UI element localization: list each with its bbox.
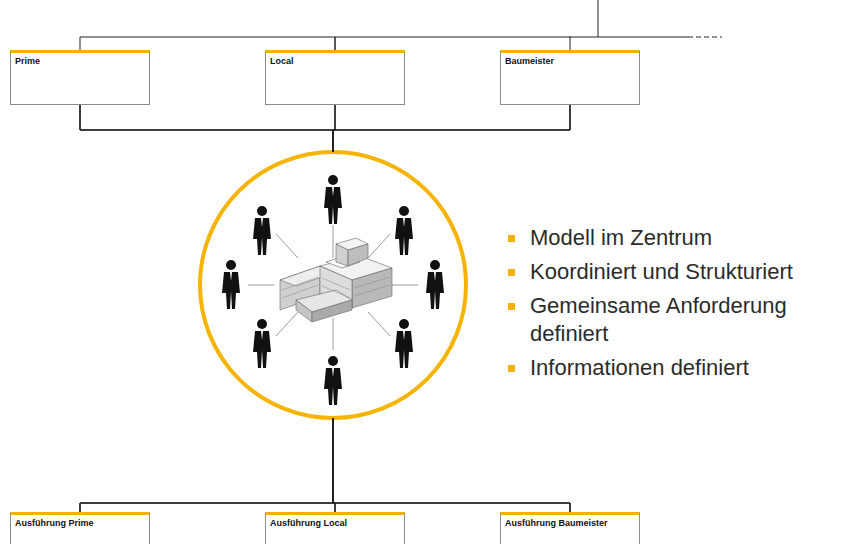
org-connector (80, 105, 333, 512)
building-windows (282, 277, 390, 298)
org-connector (80, 105, 335, 512)
org-box: Local (265, 50, 405, 105)
bullet-item: Gemeinsame Anforderung definiert (504, 292, 824, 348)
bullet-item: Koordiniert und Strukturiert (504, 258, 824, 286)
execution-box: Ausführung Local (265, 512, 405, 544)
box-title: Prime (11, 53, 149, 69)
org-connector (80, 37, 335, 50)
execution-box: Ausführung Baumeister (500, 512, 640, 544)
bullet-square (508, 269, 515, 276)
bullet-text: Informationen definiert (530, 355, 749, 380)
box-title: Ausführung Prime (11, 515, 149, 531)
bullet-item: Informationen definiert (504, 354, 824, 382)
model-circle (200, 152, 466, 418)
spokes (248, 225, 418, 350)
org-connector (333, 105, 335, 512)
bullet-text: Koordiniert und Strukturiert (530, 259, 793, 284)
bullet-square (508, 303, 515, 310)
bullet-text: Modell im Zentrum (530, 225, 712, 250)
org-box: Prime (10, 50, 150, 105)
org-connector (80, 105, 335, 512)
org-connector (335, 37, 570, 50)
box-title: Ausführung Local (266, 515, 404, 531)
bullet-square (508, 365, 515, 372)
parent-link (598, 0, 599, 37)
parent-bus-dashed (688, 37, 722, 38)
execution-box: Ausführung Prime (10, 512, 150, 544)
building-model (280, 238, 392, 322)
bullet-text: Gemeinsame Anforderung definiert (530, 293, 787, 346)
box-title: Local (266, 53, 404, 69)
bullet-item: Modell im Zentrum (504, 224, 824, 252)
team-members (222, 175, 444, 405)
org-connector (80, 105, 570, 512)
box-title: Ausführung Baumeister (501, 515, 639, 531)
box-title: Baumeister (501, 53, 639, 69)
org-box: Baumeister (500, 50, 640, 105)
bullet-list: Modell im ZentrumKoordiniert und Struktu… (504, 224, 824, 388)
bullet-square (508, 235, 515, 242)
org-connector (80, 105, 570, 512)
parent-bus (569, 37, 688, 38)
